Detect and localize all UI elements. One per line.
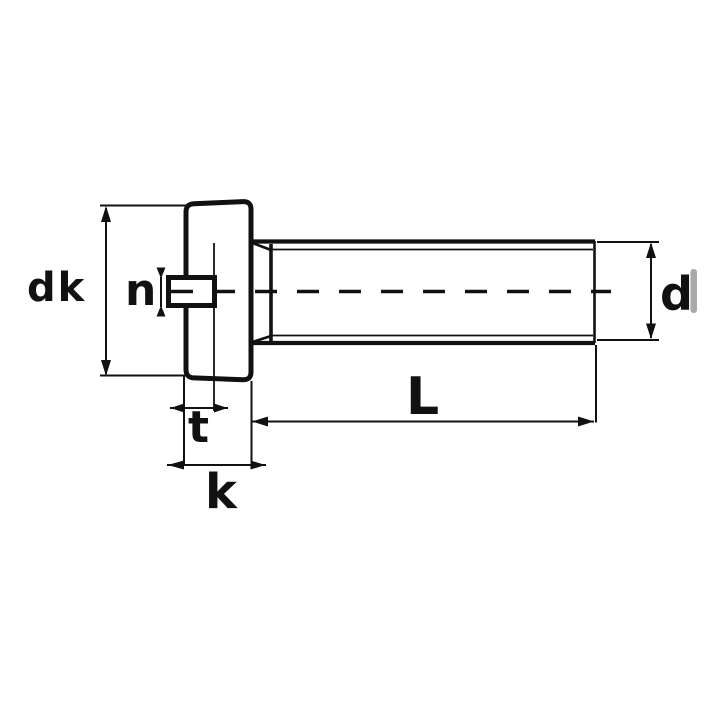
k-label: k: [205, 464, 238, 520]
n-arrow-down: [156, 267, 166, 279]
n-label: n: [125, 265, 156, 316]
k-arrow-left: [167, 460, 184, 470]
L-arrow-right: [578, 416, 594, 427]
gray-cursor-bar: [690, 269, 697, 313]
chamfer-bottom: [252, 334, 272, 344]
chamfer-top: [252, 241, 272, 252]
dk-label: dk: [27, 265, 86, 311]
t-arrow-left: [170, 403, 184, 413]
dimension-arrows: [101, 206, 656, 470]
d-arrow-down: [646, 323, 656, 339]
k-arrow-right: [250, 460, 266, 470]
L-label: L: [406, 367, 439, 427]
dimension-labels: dk n t k L d: [27, 265, 697, 520]
dk-arrow-up: [101, 206, 111, 222]
dk-arrow-down: [101, 360, 111, 376]
d-label: d: [660, 267, 693, 321]
d-arrow-up: [646, 242, 656, 258]
t-label: t: [188, 402, 209, 453]
n-arrow-up: [156, 305, 166, 317]
t-arrow-right: [214, 403, 228, 413]
L-arrow-left: [252, 416, 268, 427]
